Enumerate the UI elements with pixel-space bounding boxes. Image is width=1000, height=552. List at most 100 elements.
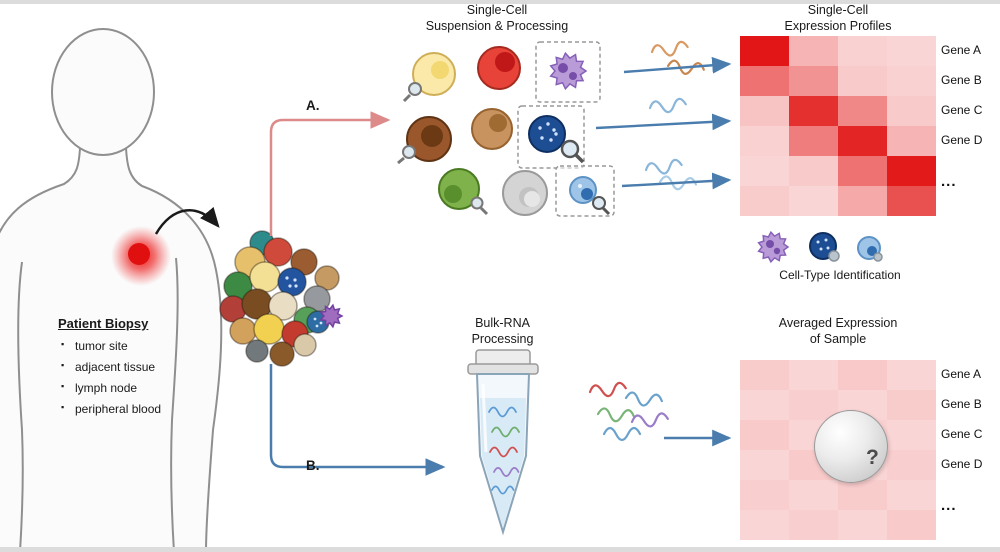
tumor-cell-cluster xyxy=(219,230,344,367)
heatmap-cell xyxy=(838,96,887,126)
biopsy-arrow xyxy=(154,206,220,235)
magnifier-icon xyxy=(470,196,489,216)
averaged-sample-sphere xyxy=(814,410,888,483)
rna-squiggle xyxy=(630,411,670,430)
heatmap-cell xyxy=(740,96,789,126)
heatmap-cell xyxy=(789,126,838,156)
light-blue-cell-icon xyxy=(857,236,883,262)
heatmap-cell xyxy=(887,390,936,420)
gene-label: Gene A xyxy=(941,43,982,57)
single-cell-processing-title: Single-Cell Suspension & Processing xyxy=(425,3,569,33)
gene-label: Gene D xyxy=(941,457,983,471)
heatmap-cell xyxy=(789,480,838,510)
light-blue-cell-icon xyxy=(569,176,597,204)
heatmap-cell xyxy=(887,360,936,390)
heatmap-cell xyxy=(740,420,789,450)
magnifier-icon xyxy=(402,82,422,103)
rna-squiggle xyxy=(588,381,628,400)
purple-cell-nucleus xyxy=(569,72,577,80)
gene-label: Gene A xyxy=(941,367,982,381)
rna-squiggle xyxy=(648,97,688,116)
purple-cell-icon xyxy=(549,51,588,91)
ellipsis-label: ... xyxy=(941,173,957,190)
tube-cap-rim xyxy=(467,363,539,375)
path-a-label: A. xyxy=(306,98,320,113)
heatmap-cell xyxy=(838,360,887,390)
rna-squiggle xyxy=(650,39,690,60)
path-a-arrow xyxy=(269,111,391,236)
heatmap-cell xyxy=(887,186,936,216)
heatmap-cell xyxy=(838,186,887,216)
single-cell-suspension xyxy=(397,41,615,217)
bottom-edge-strip xyxy=(0,547,1000,552)
cell-type-icons xyxy=(757,230,883,264)
single-cell-profiles-title: Single-Cell Expression Profiles xyxy=(784,3,892,33)
rna-molecules-single-cell xyxy=(644,39,706,192)
heatmap-cell xyxy=(789,360,838,390)
biopsy-list: tumor site adjacent tissue lymph node pe… xyxy=(58,339,233,416)
heatmap-cell xyxy=(887,480,936,510)
microcentrifuge-tube xyxy=(467,349,539,536)
heatmap-cell xyxy=(740,510,789,540)
arrows-to-heatmap xyxy=(595,56,732,190)
biopsy-item: tumor site xyxy=(58,339,233,353)
patient-body xyxy=(0,28,223,552)
purple-cell-nucleus xyxy=(558,63,568,73)
heatmap-cell xyxy=(740,186,789,216)
averaged-expression-title: Averaged Expression of Sample xyxy=(778,316,898,346)
magnifier-icon xyxy=(592,196,611,216)
biopsy-item: lymph node xyxy=(58,381,233,395)
ellipsis-label: ... xyxy=(941,497,957,514)
heatmap-cell xyxy=(740,480,789,510)
heatmap-cell xyxy=(789,186,838,216)
gene-label: Gene C xyxy=(941,427,983,441)
biopsy-site xyxy=(128,243,150,265)
bulk-rna-title: Bulk-RNA Processing xyxy=(471,316,534,346)
rna-molecules-bulk xyxy=(588,381,670,442)
gene-label: Gene D xyxy=(941,133,983,147)
heatmap-cell xyxy=(789,96,838,126)
brown-cell xyxy=(397,116,452,165)
magnifier-icon xyxy=(397,145,416,165)
heatmap-cell xyxy=(740,450,789,480)
biopsy-item: peripheral blood xyxy=(58,402,233,416)
heatmap-cell xyxy=(887,96,936,126)
rna-squiggle xyxy=(624,390,664,409)
tan-cell xyxy=(471,108,513,150)
purple-cell-nucleus xyxy=(766,240,774,248)
purple-cell-in-cluster xyxy=(319,303,344,329)
heatmap-cell xyxy=(838,480,887,510)
heatmap-cell xyxy=(887,450,936,480)
gene-label: Gene B xyxy=(941,73,982,87)
gene-labels-column: Gene A Gene B Gene C Gene D... Gene A Gene B G… xyxy=(941,0,1000,552)
red-cell xyxy=(477,46,521,90)
path-b-label: B. xyxy=(306,458,320,473)
cell-type-identification-title: Cell-Type Identification xyxy=(779,268,901,282)
heatmap-cell xyxy=(838,36,887,66)
heatmap-cell xyxy=(789,66,838,96)
unknown-composition-mark: ? xyxy=(866,446,879,469)
purple-cell-icon xyxy=(757,230,790,264)
rna-squiggle xyxy=(644,157,684,178)
magnifier-icon xyxy=(560,139,585,164)
heatmap-cell xyxy=(740,360,789,390)
yellow-cell xyxy=(402,52,456,103)
heatmap-cell xyxy=(740,66,789,96)
heatmap-cell xyxy=(887,66,936,96)
rna-squiggle xyxy=(596,406,636,424)
blue-cell-icon xyxy=(809,232,840,262)
green-cell xyxy=(438,168,489,216)
heatmap-cell xyxy=(887,510,936,540)
heatmap-cell xyxy=(887,126,936,156)
heatmap-cell xyxy=(740,156,789,186)
heatmap-cell xyxy=(740,390,789,420)
gene-label: Gene B xyxy=(941,397,982,411)
heatmap-cell xyxy=(887,420,936,450)
heatmap-cell xyxy=(740,126,789,156)
tube-liquid xyxy=(480,398,526,528)
heatmap-cell xyxy=(838,126,887,156)
patient-biopsy-block: Patient Biopsy tumor site adjacent tissu… xyxy=(58,316,233,423)
patient-biopsy-title: Patient Biopsy xyxy=(58,316,149,331)
heatmap-cell xyxy=(838,510,887,540)
